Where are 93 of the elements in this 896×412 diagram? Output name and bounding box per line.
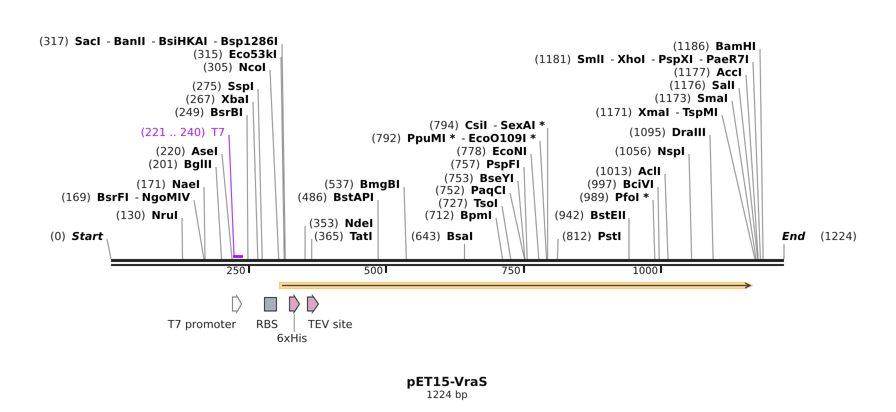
leader-line: [510, 192, 525, 260]
scale-label: 750: [501, 266, 520, 278]
leader-line: [464, 244, 465, 260]
enzyme-site-label: (794) CsiI - SexAI *: [429, 120, 545, 132]
primer-site-bar: [233, 255, 243, 258]
leader-line: [246, 114, 248, 260]
leader-line: [760, 48, 764, 260]
leader-line: [258, 88, 263, 260]
his-tag-feature-symbol: [288, 294, 300, 314]
leader-line: [378, 200, 379, 260]
leader-line: [738, 88, 758, 260]
leader-line: [664, 174, 668, 260]
leader-line: [752, 62, 761, 260]
primer-site-label: (221 .. 240) T7: [140, 127, 225, 139]
dna-backbone: [111, 259, 784, 266]
leader-line: [222, 154, 232, 260]
feature-label: TEV site: [308, 319, 353, 331]
enzyme-site-label: (1056) NspI: [614, 146, 685, 158]
leader-line: [524, 166, 528, 260]
feature-label: RBS: [256, 319, 278, 331]
enzyme-site-label: (1177) AccI: [674, 67, 742, 79]
leader-line: [194, 200, 204, 260]
feature-label: T7 promoter: [168, 319, 236, 331]
enzyme-site-label: (757) PspFI: [450, 159, 520, 171]
enzyme-site-label: (1095) DraIII: [629, 127, 706, 139]
enzyme-site-label: (537) BmgBI: [324, 179, 400, 191]
leader-line: [496, 218, 503, 260]
leader-line: [282, 44, 286, 260]
scale-label: 500: [364, 266, 383, 278]
leader-line: [270, 70, 280, 260]
enzyme-site-label: (1176) SalI: [669, 80, 735, 92]
enzyme-site-label: (317) SacI - BanII - BsiHKAI - Bsp1286I: [39, 36, 278, 48]
leader-line: [688, 154, 692, 260]
enzyme-site-label: (365) TatI: [314, 231, 372, 243]
enzyme-site-label: (267) XbaI: [186, 94, 249, 106]
enzyme-site-label: (1186) BamHI: [672, 41, 756, 53]
enzyme-site-label: (130) NruI: [116, 210, 178, 222]
leader-line: [658, 186, 660, 260]
leader-line: [294, 314, 295, 332]
leader-line: [530, 154, 540, 260]
enzyme-site-label: (1181) SmlI - XhoI - PspXI - PaeR7I: [534, 54, 749, 66]
sequence-length: 1224 bp: [426, 390, 468, 402]
enzyme-site-label: (753) BseYI: [444, 173, 514, 185]
enzyme-site-label: (353) NdeI: [309, 218, 374, 230]
sequence-end-label: End (1224): [782, 231, 857, 243]
enzyme-site-label: (201) BglII: [148, 159, 212, 171]
enzyme-site-label: (942) BstEII: [554, 210, 626, 222]
enzyme-site-label: (727) TsoI: [438, 198, 498, 210]
leader-line: [652, 200, 656, 260]
enzyme-site-label: (1171) XmaI - TspMI: [595, 107, 718, 119]
leader-line: [106, 238, 112, 260]
leader-line: [304, 226, 306, 260]
enzyme-site-label: (997) BciVI: [587, 179, 654, 191]
feature-label: 6xHis: [276, 333, 308, 345]
enzyme-site-label: (275) SspI: [192, 81, 254, 93]
enzyme-site-label: (643) BsaI: [411, 231, 474, 243]
enzyme-site-label: (220) AseI: [156, 146, 218, 158]
leader-line: [404, 186, 407, 260]
enzyme-site-label: (171) NaeI: [136, 179, 200, 191]
scale-label: 250: [226, 266, 246, 278]
leader-line: [182, 218, 183, 260]
leader-line: [280, 56, 285, 260]
enzyme-site-label: (249) BsrBI: [174, 107, 243, 119]
enzyme-site-label: (169) BsrFI - NgoMIV: [61, 192, 190, 204]
enzyme-site-label: (315) Eco53kI: [193, 49, 277, 61]
enzyme-site-label: (305) NcoI: [203, 62, 266, 74]
enzyme-site-label: (1013) AclI: [596, 166, 661, 178]
enzyme-site-label: (486) BstAPI: [298, 192, 374, 204]
leader-line: [502, 206, 512, 260]
enzyme-site-label: (752) PaqCI: [435, 185, 506, 197]
leader-line: [311, 238, 312, 260]
enzyme-site-label: (712) BpmI: [424, 210, 492, 222]
enzyme-site-label: (1173) SmaI: [654, 93, 728, 105]
leader-line: [228, 134, 234, 256]
sequence-start-label: (0) Start: [50, 231, 103, 243]
leader-line: [547, 128, 548, 260]
leader-line: [540, 140, 547, 260]
map-title: pET15-VraS: [406, 375, 488, 389]
leader-line: [252, 102, 258, 260]
leader-line: [746, 74, 759, 260]
leader-line: [518, 180, 526, 260]
leader-line: [204, 186, 206, 260]
leader-line: [722, 114, 756, 260]
enzyme-site-label: (778) EcoNI: [456, 146, 527, 158]
enzyme-site-label: (989) PfoI *: [579, 192, 649, 204]
enzyme-site-label: (792) PpuMI * - EcoO109I *: [371, 133, 536, 145]
leader-line: [732, 100, 756, 260]
leader-line: [710, 134, 714, 260]
scale-label: 1000: [632, 266, 658, 278]
leader-line: [216, 166, 222, 260]
leader-line: [628, 218, 630, 260]
leader-line: [557, 238, 558, 260]
enzyme-site-label: (812) PstI: [562, 231, 622, 243]
